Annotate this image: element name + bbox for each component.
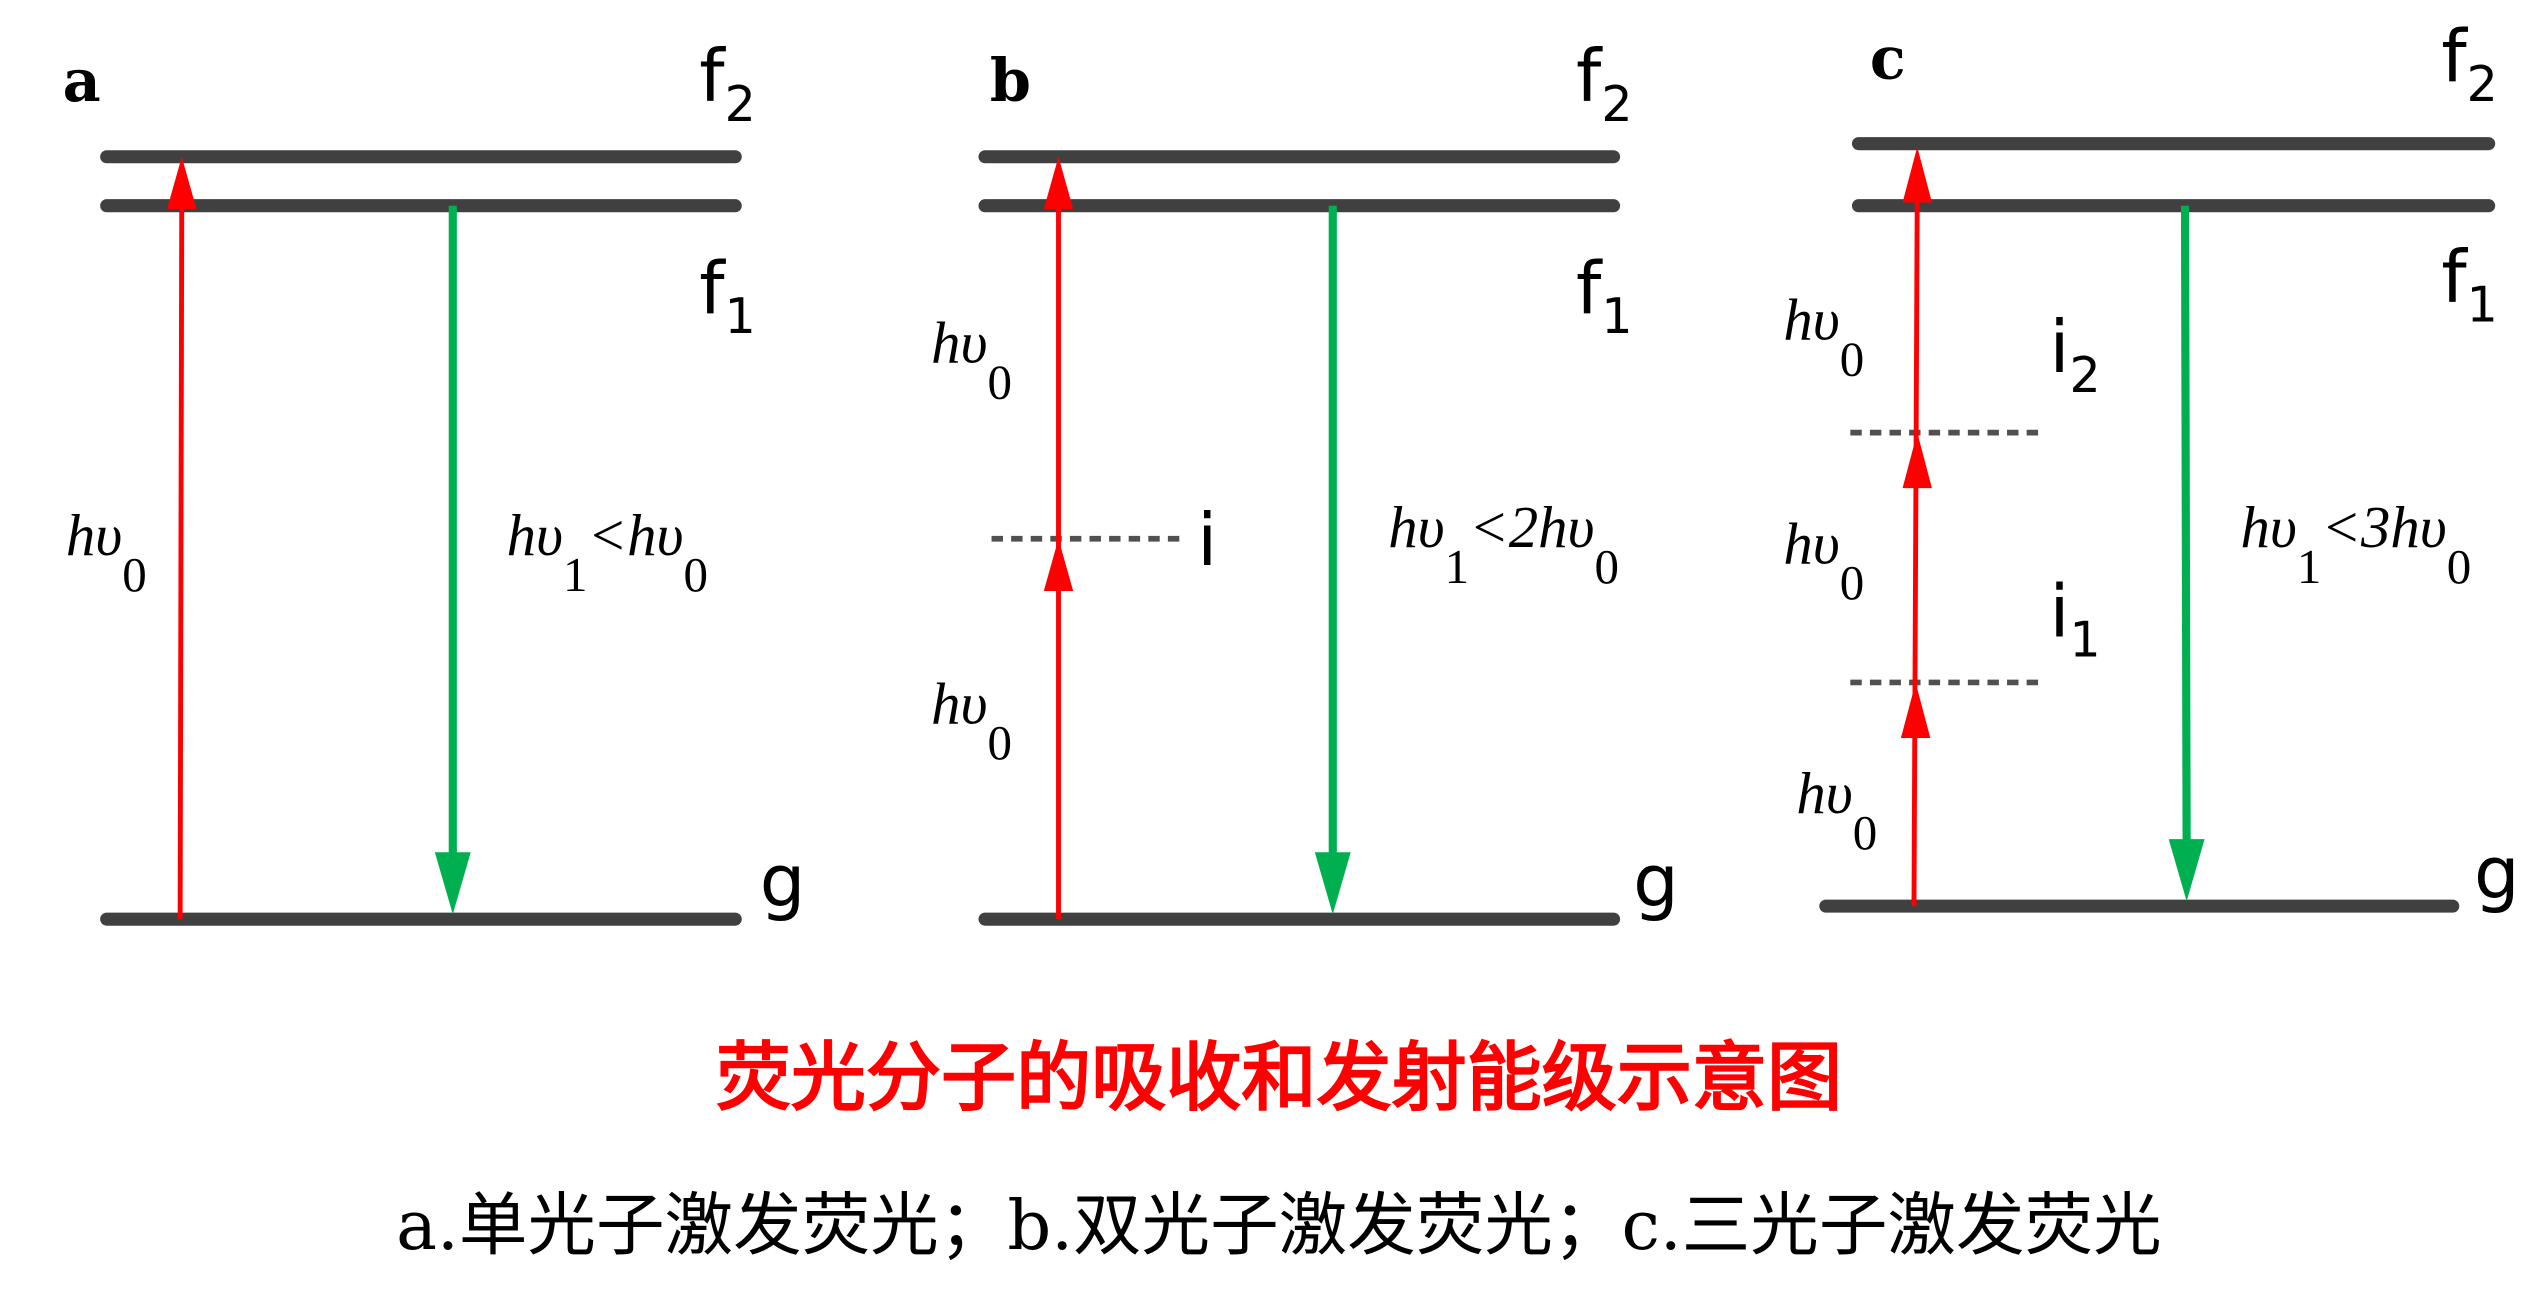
absorption-energy: hυ0: [1796, 761, 1877, 860]
absorption-energy: hυ0: [931, 671, 1012, 770]
emission-energy: hυ1<hυ0: [507, 503, 708, 602]
svg-text:i2: i2: [2049, 305, 2100, 404]
svg-text:f2: f2: [2441, 15, 2497, 114]
emission-energy: hυ1<3hυ0: [2241, 495, 2472, 594]
f1-label: f: [699, 246, 726, 330]
f2-subscript: 2: [1601, 76, 1632, 133]
emission-arrow: [2180, 205, 2191, 846]
i-label: i: [1197, 498, 1217, 582]
panel-a: a f2 f1 g hυ0 hυ1<hυ0: [63, 34, 806, 926]
absorption-arrow: [177, 192, 185, 920]
arrowhead: [1902, 432, 1932, 489]
absorption-arrow: [1911, 192, 1920, 907]
f1-label: f: [1576, 246, 1603, 330]
svg-text:f1: f1: [699, 246, 755, 345]
svg-text:f1: f1: [2441, 235, 2497, 334]
absorption-energy: hυ0: [931, 310, 1012, 409]
svg-text:f1: f1: [1576, 246, 1632, 345]
absorption-energy: hυ0: [1783, 288, 1864, 387]
i2-subscript: 2: [2069, 347, 2100, 404]
g-label: g: [1633, 839, 1679, 923]
arrowhead: [1900, 682, 1931, 738]
panel-label-b: b: [990, 46, 1031, 115]
f2-label: f: [2441, 15, 2468, 99]
panel-c: c f2 f1 g i2 i1 hυ0 hυ0 hυ0 hυ1<3hυ0: [1783, 15, 2519, 915]
arrowhead: [434, 852, 471, 915]
absorption-energy: hυ0: [1783, 511, 1864, 610]
g-label: g: [760, 839, 806, 923]
f2-subscript: 2: [2467, 56, 2498, 113]
arrowhead: [1043, 538, 1074, 592]
svg-text:f2: f2: [1576, 34, 1632, 133]
arrowhead: [1043, 156, 1074, 209]
g-label: g: [2474, 831, 2520, 915]
f2-label: f: [1576, 34, 1603, 118]
i1-subscript: 1: [2069, 611, 2100, 668]
arrowhead: [167, 156, 197, 209]
emission-energy: hυ1<2hυ0: [1388, 495, 1619, 594]
arrowhead: [1902, 146, 1932, 203]
svg-text:i1: i1: [2049, 570, 2100, 669]
svg-text:f2: f2: [699, 34, 755, 133]
f1-subscript: 1: [1601, 288, 1632, 345]
f1-label: f: [2441, 235, 2468, 319]
i1-label: i: [2049, 570, 2069, 654]
f1-subscript: 1: [725, 288, 756, 345]
f2-subscript: 2: [725, 76, 756, 133]
i2-label: i: [2049, 305, 2069, 389]
diagram-caption: a.单光子激发荧光；b.双光子激发荧光；c.三光子激发荧光: [396, 1186, 2162, 1266]
absorption-energy: hυ0: [66, 503, 147, 602]
panel-label-c: c: [1870, 23, 1906, 92]
panel-label-a: a: [63, 46, 101, 115]
f2-label: f: [699, 34, 726, 118]
diagram-title: 荧光分子的吸收和发射能级示意图: [716, 1034, 1842, 1122]
arrowhead: [1314, 852, 1351, 915]
arrowhead: [2168, 839, 2205, 902]
panel-b: b f2 f1 g i hυ0 hυ0 hυ1<2hυ0: [931, 34, 1679, 926]
f1-subscript: 1: [2467, 277, 2498, 334]
